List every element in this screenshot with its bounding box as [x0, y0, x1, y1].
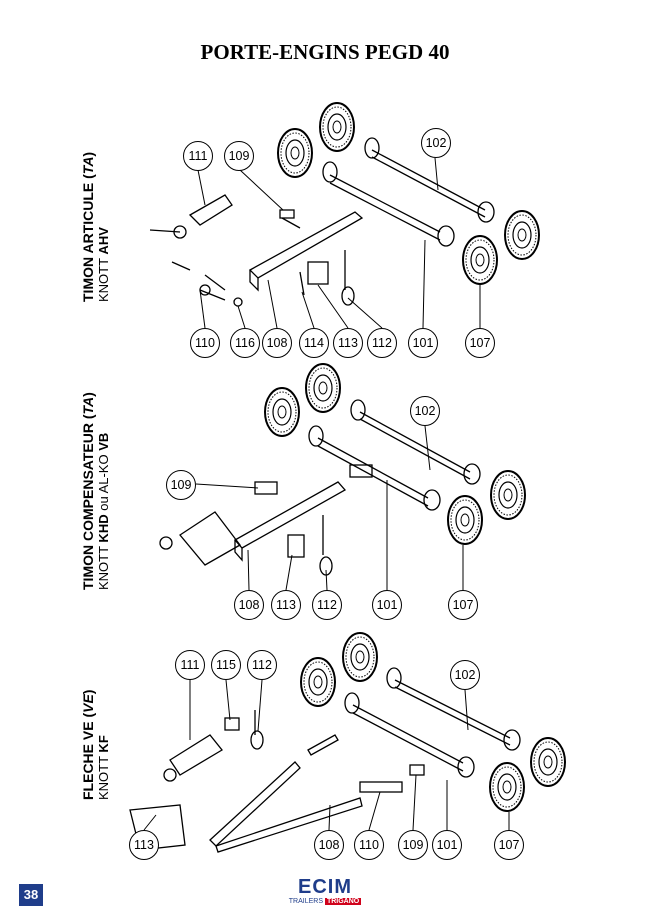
callout-101: 101: [408, 328, 438, 358]
callout-109: 109: [224, 141, 254, 171]
callout-113: 113: [333, 328, 363, 358]
callout-102: 102: [421, 128, 451, 158]
page-number: 38: [19, 884, 43, 906]
wheel-icon: [504, 210, 540, 260]
callout-107: 107: [448, 590, 478, 620]
logo-brand: ECIM: [298, 876, 352, 898]
wheel-icon: [264, 387, 300, 437]
callout-113: 113: [271, 590, 301, 620]
callout-112: 112: [367, 328, 397, 358]
callout-108: 108: [314, 830, 344, 860]
wheel-icon: [447, 495, 483, 545]
callout-110: 110: [190, 328, 220, 358]
wheel-icon: [490, 470, 526, 520]
callout-102: 102: [450, 660, 480, 690]
callout-116: 116: [230, 328, 260, 358]
logo-subtitle: TRAILERS TRIGANO: [288, 898, 362, 905]
page-title: PORTE-ENGINS PEGD 40: [200, 40, 450, 64]
wheel-icon: [305, 363, 341, 413]
callout-110: 110: [354, 830, 384, 860]
callout-111: 111: [183, 141, 213, 171]
callout-102: 102: [410, 396, 440, 426]
callout-113: 113: [129, 830, 159, 860]
callout-109: 109: [166, 470, 196, 500]
callout-108: 108: [234, 590, 264, 620]
wheel-icon: [319, 102, 355, 152]
wheel-icon: [530, 737, 566, 787]
callout-114: 114: [299, 328, 329, 358]
callout-101: 101: [432, 830, 462, 860]
ecim-logo: ECIM TRAILERS TRIGANO: [282, 876, 368, 910]
callout-108: 108: [262, 328, 292, 358]
wheel-icon: [277, 128, 313, 178]
callout-107: 107: [465, 328, 495, 358]
wheel-icon: [489, 762, 525, 812]
wheel-icon: [342, 632, 378, 682]
wheel-icon: [462, 235, 498, 285]
wheel-icon: [300, 657, 336, 707]
callout-115: 115: [211, 650, 241, 680]
callout-112: 112: [247, 650, 277, 680]
callout-107: 107: [494, 830, 524, 860]
callout-111: 111: [175, 650, 205, 680]
callout-101: 101: [372, 590, 402, 620]
callout-112: 112: [312, 590, 342, 620]
callout-109: 109: [398, 830, 428, 860]
